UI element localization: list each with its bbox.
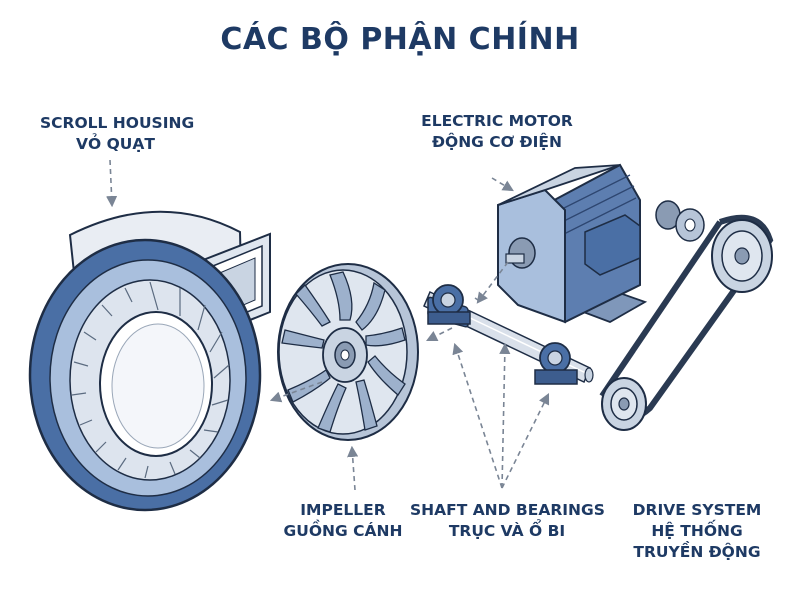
scroll-housing-part bbox=[28, 210, 271, 512]
right-bearing bbox=[534, 342, 578, 385]
impeller-part bbox=[277, 263, 419, 441]
label-drive-system-vi2: TRUYỀN ĐỘNG bbox=[633, 543, 761, 561]
shaft-and-bearings-part bbox=[423, 284, 594, 385]
label-electric-motor-vi: ĐỘNG CƠ ĐIỆN bbox=[432, 133, 562, 151]
label-drive-system-vi1: HỆ THỐNG bbox=[651, 522, 743, 540]
label-shaft-bearings: SHAFT AND BEARINGS TRỤC VÀ Ổ BI bbox=[410, 500, 605, 542]
label-impeller-vi: GUỒNG CÁNH bbox=[283, 522, 403, 540]
label-electric-motor: ELECTRIC MOTOR ĐỘNG CƠ ĐIỆN bbox=[412, 111, 582, 153]
electric-motor-part bbox=[497, 163, 705, 324]
label-drive-system: DRIVE SYSTEM HỆ THỐNG TRUYỀN ĐỘNG bbox=[625, 500, 769, 563]
coupling-part bbox=[655, 200, 705, 242]
label-scroll-housing-en: SCROLL HOUSING bbox=[40, 114, 195, 132]
label-scroll-housing: SCROLL HOUSING VỎ QUẠT bbox=[40, 113, 195, 155]
label-electric-motor-en: ELECTRIC MOTOR bbox=[421, 112, 573, 130]
label-impeller-en: IMPELLER bbox=[300, 501, 386, 519]
left-bearing bbox=[427, 284, 471, 328]
label-drive-system-en: DRIVE SYSTEM bbox=[632, 501, 762, 519]
label-shaft-bearings-en: SHAFT AND BEARINGS bbox=[410, 501, 605, 519]
label-impeller: IMPELLER GUỒNG CÁNH bbox=[278, 500, 408, 542]
label-shaft-bearings-vi: TRỤC VÀ Ổ BI bbox=[448, 522, 566, 540]
leader-lines bbox=[106, 159, 550, 491]
label-scroll-housing-vi: VỎ QUẠT bbox=[76, 135, 155, 153]
drive-system-part bbox=[599, 214, 774, 431]
diagram-title: CÁC BỘ PHẬN CHÍNH bbox=[220, 22, 580, 57]
